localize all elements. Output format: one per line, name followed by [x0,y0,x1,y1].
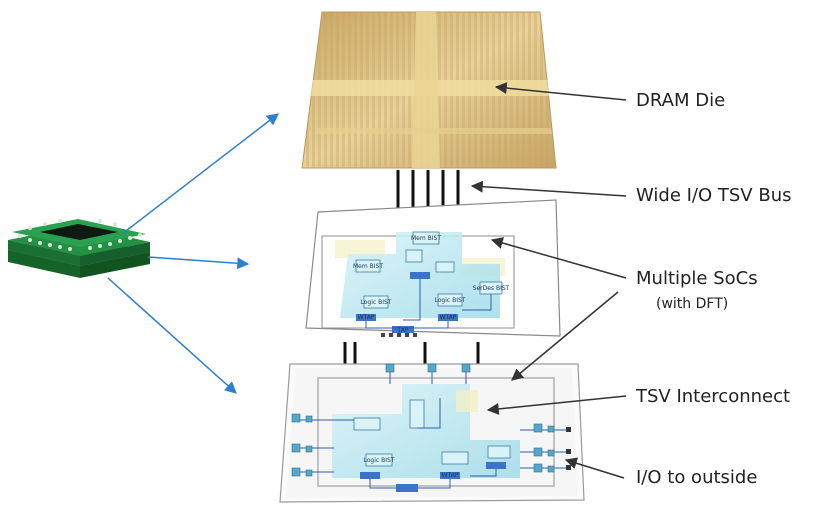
soc-layer-bottom [279,363,585,503]
soc-block-labels: Mem BIST Logic BIST Mem BIST Logic BIST … [353,235,510,479]
logic-bist-label-3: Logic BIST [364,457,395,464]
wtap-label-3: WTAP [442,472,459,479]
logic-bist-label-1: Logic BIST [361,299,392,306]
wtap-label-2: WTAP [440,314,457,321]
label-with-dft: (with DFT) [656,296,729,312]
wtap-label-1: WTAP [358,314,375,321]
mem-bist-label-1: Mem BIST [353,263,383,270]
soc-layer-middle [305,199,561,337]
callout-arrows [470,82,627,479]
label-io-to-outside: I/O to outside [636,467,758,488]
label-dram-die: DRAM Die [636,90,726,111]
blue-arrows [107,113,279,394]
label-tsv-interconnect: TSV Interconnect [636,386,791,407]
tap-label: TAP [397,327,409,334]
mem-bist-label-2: Mem BIST [411,235,441,242]
logic-bist-label-2: Logic BIST [435,297,466,304]
serdes-bist-label: SerDes BIST [473,285,510,292]
label-wide-io-tsv-bus: Wide I/O TSV Bus [636,185,792,206]
dram-die [301,11,557,169]
chip-package-stack [8,219,150,278]
label-multiple-socs: Multiple SoCs [636,268,758,289]
